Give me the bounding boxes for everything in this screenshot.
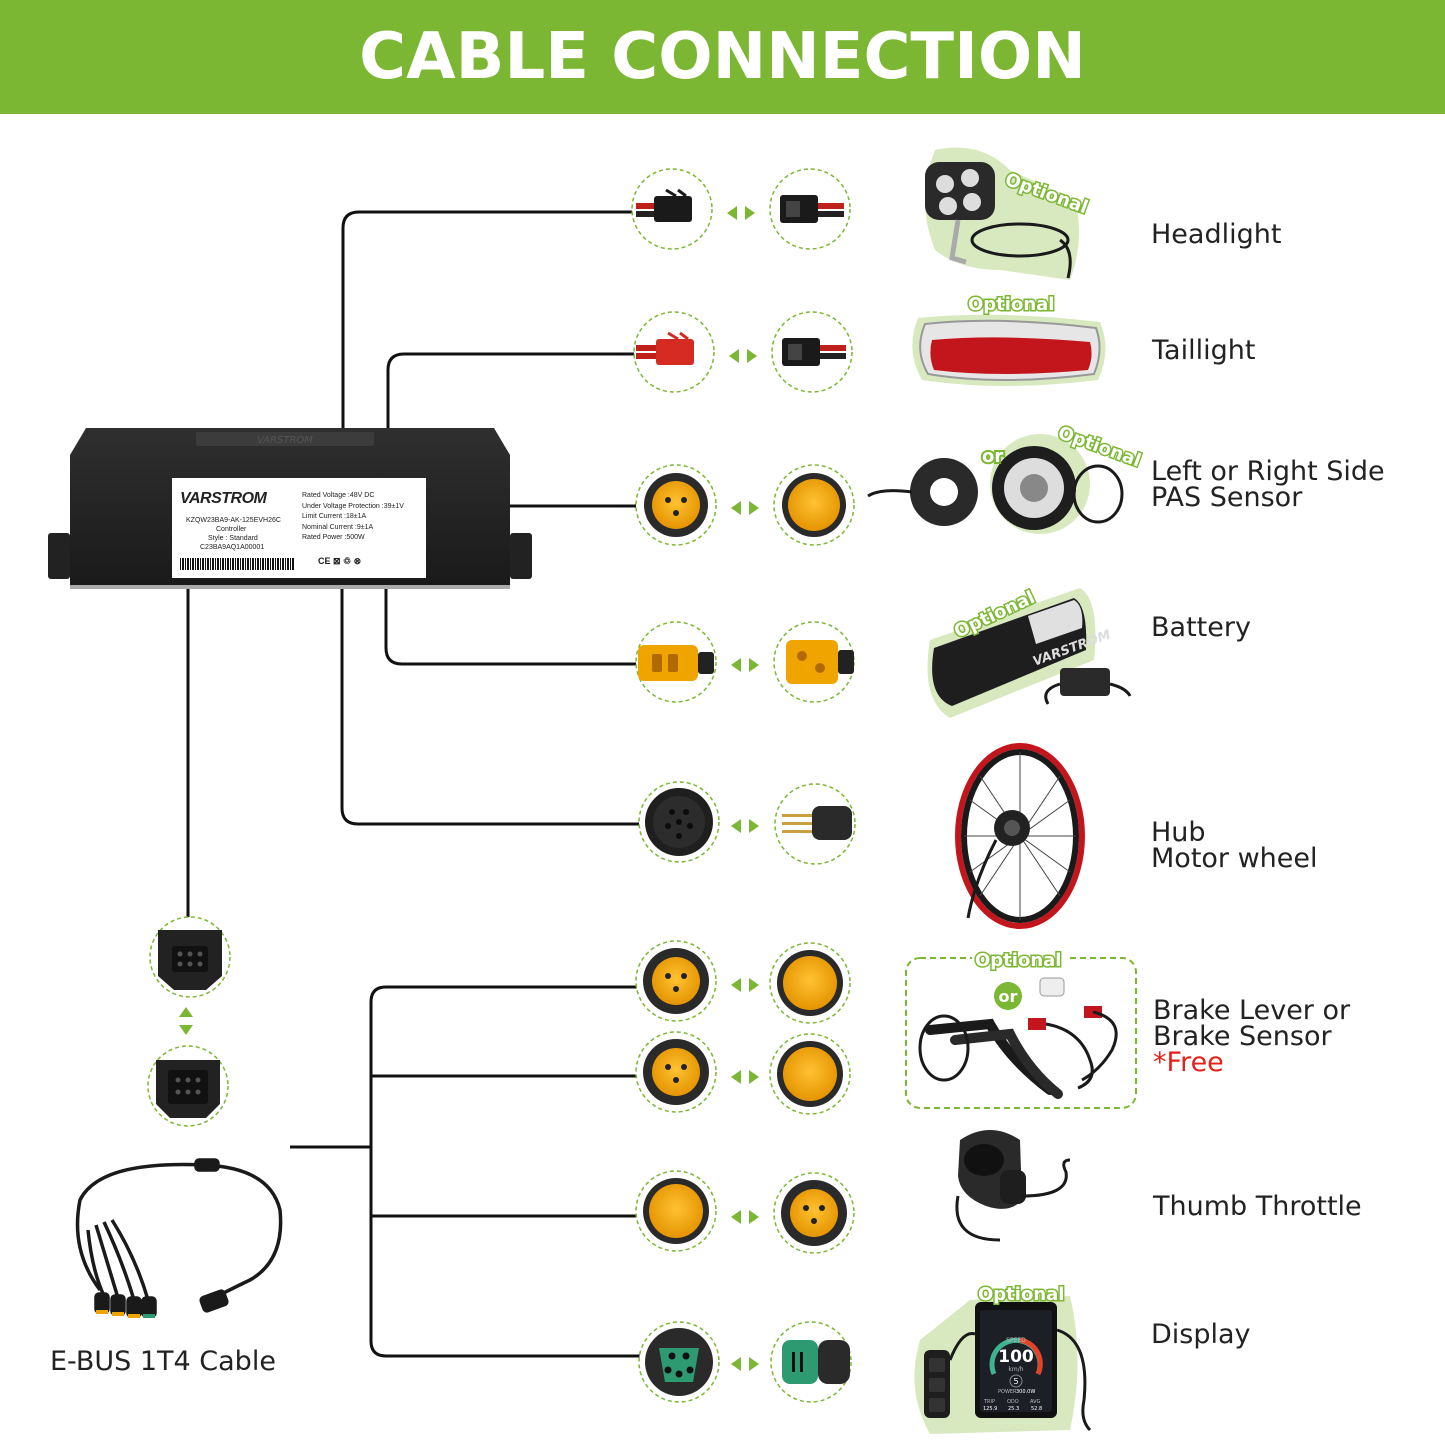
display-speed-label: SPEED — [1006, 1337, 1026, 1344]
controller-model: KZQW23BA9-AK-125EVH26C — [186, 517, 281, 524]
spec-line: Nominal Current :9±1A — [302, 523, 374, 531]
headlight-illustration: Optional — [925, 147, 1092, 280]
wire-battery — [384, 588, 636, 666]
double-arrows — [179, 206, 759, 1371]
barcode — [180, 558, 294, 570]
label-throttle: Thumb Throttle — [1153, 1191, 1362, 1222]
brake-free-note: *Free — [1153, 1047, 1224, 1078]
display-odo: 25.3 — [1008, 1406, 1019, 1412]
label-battery: Battery — [1151, 612, 1251, 643]
display-avg-label: AVG — [1030, 1399, 1041, 1405]
taillight-illustration: Optional — [912, 293, 1106, 386]
spec-line: Rated Voltage :48V DC — [302, 492, 375, 499]
label-headlight: Headlight — [1151, 219, 1282, 250]
header-banner: CABLE CONNECTION — [0, 0, 1445, 114]
display-speed: 100 — [998, 1347, 1034, 1367]
throttle-illustration — [955, 1130, 1071, 1242]
controller-style: Style : Standard — [208, 535, 258, 542]
controller-serial: C23BA9AQ1A00001 — [200, 544, 265, 551]
brake-or-text: or — [999, 987, 1018, 1006]
display-power-label: POWER — [998, 1389, 1017, 1395]
connectors-left — [631, 168, 856, 1403]
display-optional-badge: Optional — [978, 1284, 1064, 1305]
label-brake: Brake Lever or Brake Sensor *Free — [1153, 995, 1351, 1078]
battery-illustration: VARSTROM Optional — [927, 585, 1132, 718]
pas-sensor-illustration: or Optional — [867, 421, 1145, 534]
brake-optional-badge: Optional — [975, 950, 1061, 971]
spec-line: Rated Power :500W — [302, 534, 365, 542]
page-title: CABLE CONNECTION — [359, 20, 1086, 94]
ebus-cable-illustration — [75, 1158, 283, 1318]
display-avg: 52.8 — [1031, 1406, 1042, 1412]
display-gear: 5 — [1013, 1377, 1018, 1386]
display-power: 300.0W — [1016, 1389, 1035, 1395]
label-display: Display — [1151, 1319, 1251, 1350]
wire-ebus-bus — [369, 985, 640, 1358]
wire-motor — [340, 588, 640, 826]
label-hub-motor: Hub Motor wheel — [1151, 817, 1318, 874]
ebus-connectors — [147, 916, 231, 1127]
controller-brand: VARSTROM — [180, 490, 267, 507]
spec-line: Limit Current :18±1A — [302, 513, 367, 521]
controller-top-text: VARSTROM — [257, 435, 313, 446]
spec-line: Under Voltage Protection :39±1V — [302, 502, 404, 510]
wire-taillight — [386, 352, 636, 430]
brake-illustration: Optional or — [905, 948, 1137, 1109]
controller-label: VARSTROM KZQW23BA9-AK-125EVH26C Controll… — [172, 478, 426, 578]
ebus-cable-label: E-BUS 1T4 Cable — [50, 1346, 276, 1377]
display-odo-label: ODO — [1007, 1399, 1019, 1405]
display-illustration: SPEED 100 km/h 5 POWER 300.0W TRIP ODO A… — [914, 1283, 1092, 1434]
display-trip: 125.9 — [983, 1406, 997, 1412]
label-taillight: Taillight — [1152, 335, 1256, 366]
wire-headlight — [341, 210, 636, 430]
label-pas-sensor: Left or Right Side PAS Sensor — [1151, 456, 1385, 513]
display-trip-label: TRIP — [983, 1399, 995, 1405]
hub-motor-illustration — [955, 743, 1085, 929]
controller-specs: Rated Voltage :48V DC Under Voltage Prot… — [302, 491, 404, 544]
certification-marks: CE ⊠ ♲ ⊗ — [318, 556, 362, 566]
pas-or-text: or — [982, 446, 1003, 467]
controller-wires — [186, 210, 640, 1358]
controller-top-plate — [196, 432, 374, 446]
display-unit: km/h — [1008, 1366, 1023, 1373]
taillight-optional-badge: Optional — [968, 294, 1054, 315]
controller-type: Controller — [216, 526, 247, 533]
